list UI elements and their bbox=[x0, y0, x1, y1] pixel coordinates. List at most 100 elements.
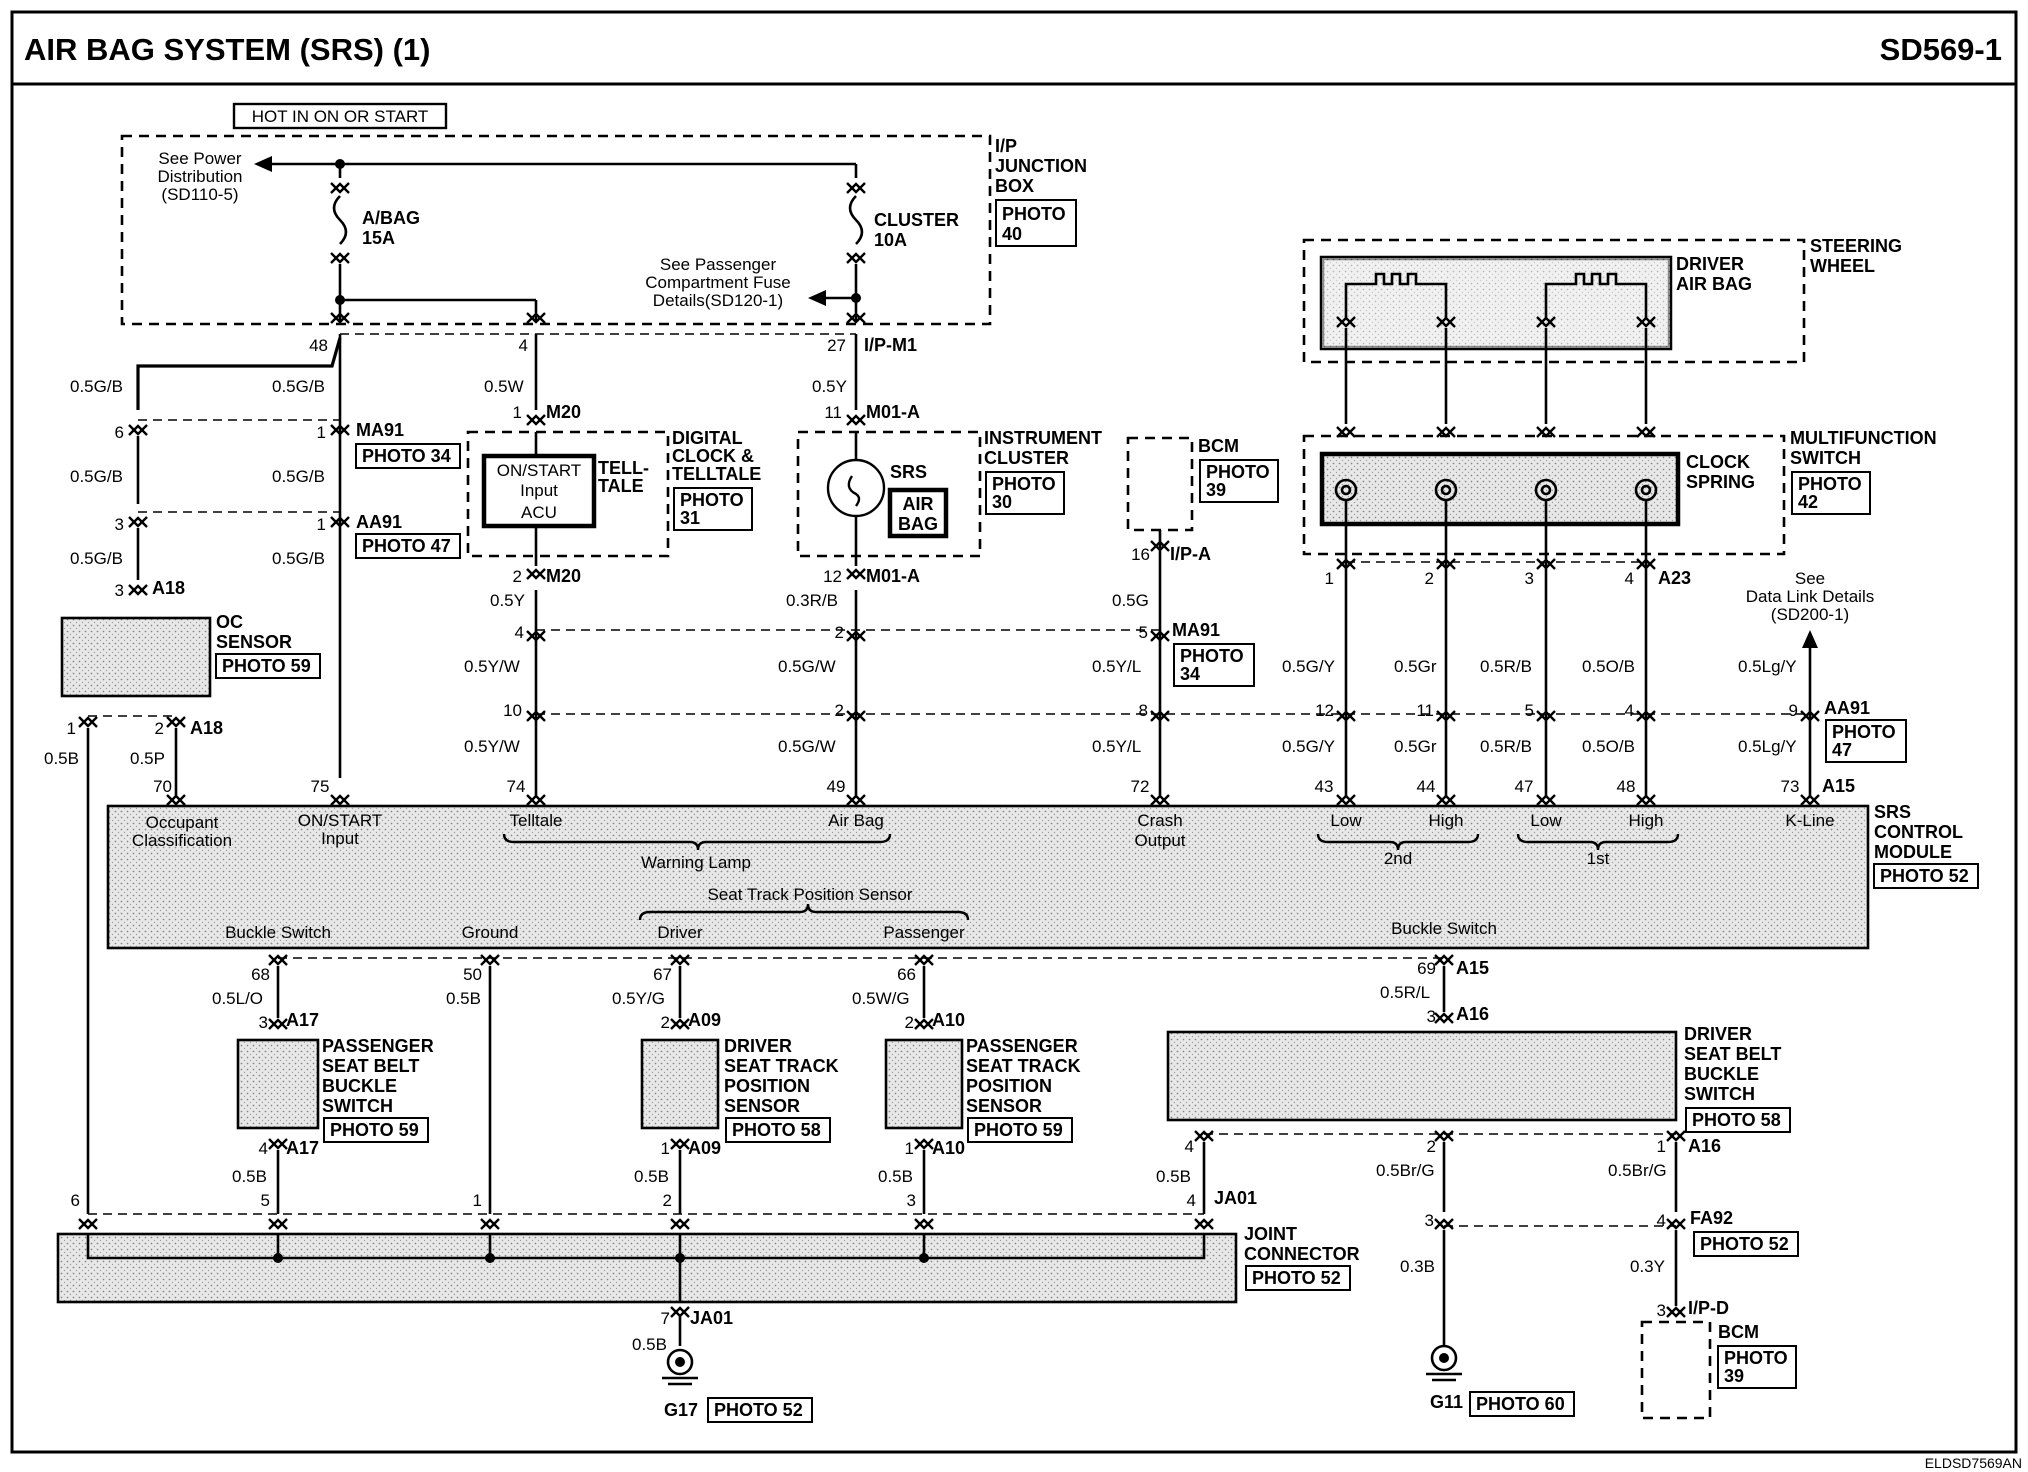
svg-text:39: 39 bbox=[1724, 1366, 1744, 1386]
svg-text:0.5B: 0.5B bbox=[632, 1335, 667, 1354]
svg-text:ACU: ACU bbox=[521, 503, 557, 522]
svg-text:(SD110-5): (SD110-5) bbox=[161, 185, 238, 204]
svg-text:3: 3 bbox=[1425, 1211, 1434, 1230]
svg-text:44: 44 bbox=[1417, 777, 1436, 796]
svg-text:SEAT BELT: SEAT BELT bbox=[1684, 1044, 1781, 1064]
svg-text:CLOCK &: CLOCK & bbox=[672, 446, 754, 466]
svg-text:STEERING: STEERING bbox=[1810, 236, 1902, 256]
svg-text:INSTRUMENT: INSTRUMENT bbox=[984, 428, 1102, 448]
svg-text:0.5Y/G: 0.5Y/G bbox=[612, 989, 665, 1008]
svg-text:39: 39 bbox=[1206, 480, 1226, 500]
svg-text:9: 9 bbox=[1789, 701, 1798, 720]
svg-text:SPRING: SPRING bbox=[1686, 472, 1755, 492]
svg-text:0.5Br/G: 0.5Br/G bbox=[1608, 1161, 1667, 1180]
svg-text:A18: A18 bbox=[190, 718, 223, 738]
svg-text:1: 1 bbox=[661, 1139, 670, 1158]
svg-text:0.3R/B: 0.3R/B bbox=[786, 591, 838, 610]
svg-text:PHOTO: PHOTO bbox=[1002, 204, 1066, 224]
svg-text:0.5Y/L: 0.5Y/L bbox=[1092, 737, 1141, 756]
svg-text:PHOTO: PHOTO bbox=[992, 474, 1056, 494]
svg-text:48: 48 bbox=[309, 336, 328, 355]
svg-text:3: 3 bbox=[259, 1013, 268, 1032]
svg-text:Crash: Crash bbox=[1137, 811, 1182, 830]
svg-text:A17: A17 bbox=[286, 1010, 319, 1030]
svg-text:PHOTO: PHOTO bbox=[1180, 646, 1244, 666]
squib-2nd-icon bbox=[1544, 272, 1648, 318]
svg-text:(SD200-1): (SD200-1) bbox=[1771, 605, 1849, 624]
svg-text:0.5L/O: 0.5L/O bbox=[212, 989, 263, 1008]
svg-text:SWITCH: SWITCH bbox=[1684, 1084, 1755, 1104]
svg-text:42: 42 bbox=[1798, 492, 1818, 512]
svg-text:CLUSTER: CLUSTER bbox=[874, 210, 959, 230]
svg-text:BOX: BOX bbox=[995, 176, 1034, 196]
svg-text:2: 2 bbox=[905, 1013, 914, 1032]
svg-text:TALE: TALE bbox=[598, 476, 644, 496]
svg-text:Data Link Details: Data Link Details bbox=[1746, 587, 1875, 606]
svg-text:6: 6 bbox=[115, 423, 124, 442]
svg-text:DIGITAL: DIGITAL bbox=[672, 428, 743, 448]
svg-text:POSITION: POSITION bbox=[724, 1076, 810, 1096]
svg-text:4: 4 bbox=[1187, 1191, 1196, 1210]
bcm-top bbox=[1126, 436, 1194, 532]
svg-text:DRIVER: DRIVER bbox=[1676, 254, 1744, 274]
svg-text:2: 2 bbox=[1427, 1137, 1436, 1156]
svg-text:Input: Input bbox=[520, 481, 558, 500]
svg-text:0.5W: 0.5W bbox=[484, 377, 524, 396]
svg-text:4: 4 bbox=[1625, 701, 1634, 720]
svg-text:2nd: 2nd bbox=[1384, 849, 1412, 868]
svg-text:2: 2 bbox=[663, 1191, 672, 1210]
page-frame bbox=[10, 10, 2018, 1454]
svg-text:0.5G/B: 0.5G/B bbox=[70, 549, 123, 568]
svg-text:ON/START: ON/START bbox=[497, 461, 581, 480]
svg-text:43: 43 bbox=[1315, 777, 1334, 796]
svg-text:PHOTO: PHOTO bbox=[1798, 474, 1862, 494]
svg-text:FA92: FA92 bbox=[1690, 1208, 1733, 1228]
svg-text:0.5Gr: 0.5Gr bbox=[1394, 657, 1437, 676]
svg-text:0.5Y: 0.5Y bbox=[812, 377, 847, 396]
svg-text:PHOTO 34: PHOTO 34 bbox=[362, 446, 451, 466]
svg-text:Details(SD120-1): Details(SD120-1) bbox=[653, 291, 783, 310]
svg-text:BUCKLE: BUCKLE bbox=[322, 1076, 397, 1096]
svg-text:ON/START: ON/START bbox=[298, 811, 382, 830]
svg-text:PHOTO: PHOTO bbox=[1832, 722, 1896, 742]
svg-text:30: 30 bbox=[992, 492, 1012, 512]
svg-text:2: 2 bbox=[513, 567, 522, 586]
svg-text:PHOTO 52: PHOTO 52 bbox=[1700, 1234, 1789, 1254]
svg-text:8: 8 bbox=[1139, 701, 1148, 720]
svg-text:SWITCH: SWITCH bbox=[1790, 448, 1861, 468]
svg-text:PHOTO 59: PHOTO 59 bbox=[974, 1120, 1063, 1140]
svg-text:0.5G/B: 0.5G/B bbox=[70, 467, 123, 486]
svg-text:A15: A15 bbox=[1456, 958, 1489, 978]
svg-text:4: 4 bbox=[1625, 569, 1634, 588]
svg-text:0.5O/B: 0.5O/B bbox=[1582, 657, 1635, 676]
svg-text:Classification: Classification bbox=[132, 831, 232, 850]
page-title: AIR BAG SYSTEM (SRS) (1) bbox=[24, 32, 430, 67]
svg-text:PHOTO 59: PHOTO 59 bbox=[330, 1120, 419, 1140]
svg-text:BUCKLE: BUCKLE bbox=[1684, 1064, 1759, 1084]
svg-text:0.5Y/L: 0.5Y/L bbox=[1092, 657, 1141, 676]
svg-text:4: 4 bbox=[515, 623, 524, 642]
svg-text:27: 27 bbox=[827, 336, 846, 355]
svg-text:M20: M20 bbox=[546, 566, 581, 586]
svg-text:4: 4 bbox=[1185, 1137, 1194, 1156]
svg-text:A18: A18 bbox=[152, 578, 185, 598]
svg-text:DRIVER: DRIVER bbox=[1684, 1024, 1752, 1044]
svg-text:TELLTALE: TELLTALE bbox=[672, 464, 761, 484]
instrument-cluster bbox=[796, 430, 982, 558]
svg-text:JOINT: JOINT bbox=[1244, 1224, 1297, 1244]
svg-text:Compartment Fuse: Compartment Fuse bbox=[645, 273, 791, 292]
svg-text:JA01: JA01 bbox=[690, 1308, 733, 1328]
svg-text:2: 2 bbox=[155, 719, 164, 738]
svg-text:Ground: Ground bbox=[462, 923, 519, 942]
svg-text:0.5B: 0.5B bbox=[232, 1167, 267, 1186]
svg-text:Distribution: Distribution bbox=[157, 167, 242, 186]
svg-text:74: 74 bbox=[507, 777, 526, 796]
svg-text:49: 49 bbox=[827, 777, 846, 796]
svg-text:BAG: BAG bbox=[898, 514, 938, 534]
joint-connector bbox=[56, 1232, 1238, 1304]
svg-text:3: 3 bbox=[907, 1191, 916, 1210]
driver-seat-belt-buckle-switch bbox=[1166, 1030, 1678, 1122]
svg-text:0.5G/W: 0.5G/W bbox=[778, 657, 836, 676]
svg-text:50: 50 bbox=[463, 965, 482, 984]
fuse-abag-icon bbox=[332, 195, 348, 245]
